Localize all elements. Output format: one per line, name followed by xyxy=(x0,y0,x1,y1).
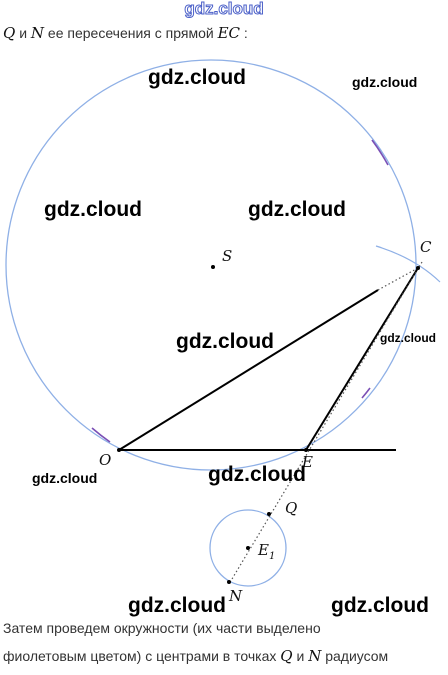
label-e1-main: E xyxy=(257,541,269,559)
label-s: S xyxy=(222,247,232,265)
label-e1-sub: 1 xyxy=(269,551,275,562)
intro-ec: EC xyxy=(217,24,241,42)
arc-through-c xyxy=(375,245,441,283)
intro-q: Q xyxy=(3,24,16,42)
watermark: gdz.cloud xyxy=(148,66,246,89)
intro-end: : xyxy=(240,25,248,41)
small-circle xyxy=(209,509,287,587)
segment-ec xyxy=(305,267,419,451)
point-n xyxy=(227,580,231,584)
watermark: gdz.cloud xyxy=(380,331,436,345)
outro-line-2: фиолетовым цветом) с центрами в точках Q… xyxy=(3,647,388,665)
outro-l2-and: и xyxy=(292,648,309,664)
label-c: C xyxy=(420,238,432,256)
watermark: gdz.cloud xyxy=(128,594,226,617)
watermark: gdz.cloud xyxy=(208,463,306,486)
outro-l2-a: фиолетовым цветом) с центрами в точках xyxy=(3,648,281,664)
intro-n: N xyxy=(30,24,45,42)
intro-text: Q и N ее пересечения с прямой EC : xyxy=(3,24,248,42)
dotted-line-ec xyxy=(228,261,423,585)
point-s xyxy=(211,265,215,269)
outro-l2-q: Q xyxy=(280,647,293,665)
label-e1: E1 xyxy=(257,541,275,562)
label-e: E xyxy=(301,453,313,471)
arc-highlight-left xyxy=(91,427,111,443)
point-e1 xyxy=(246,546,250,550)
segment-oc xyxy=(118,289,379,451)
watermark: gdz.cloud xyxy=(248,198,346,221)
watermark: gdz.cloud xyxy=(176,330,274,353)
outro-l2-n: N xyxy=(308,647,322,665)
label-q: Q xyxy=(285,499,297,517)
intro-mid: ее пересечения с прямой xyxy=(44,25,218,41)
point-c xyxy=(416,266,420,270)
intro-and: и xyxy=(15,25,31,41)
point-o xyxy=(117,448,121,452)
outro-l2-e: радиусом xyxy=(321,648,389,664)
point-q xyxy=(267,512,271,516)
site-header[interactable]: gdz.cloud xyxy=(184,0,264,19)
point-e xyxy=(304,448,308,452)
label-o: O xyxy=(99,451,111,469)
arc-highlight-right xyxy=(361,387,371,399)
big-circle xyxy=(5,59,417,471)
outro-line-1: Затем проведем окружности (их части выде… xyxy=(3,620,321,636)
watermark: gdz.cloud xyxy=(32,470,98,486)
arc-highlight-top-right xyxy=(371,139,389,166)
label-n: N xyxy=(228,587,243,605)
watermark: gdz.cloud xyxy=(331,594,429,617)
watermark: gdz.cloud xyxy=(44,198,142,221)
watermark: gdz.cloud xyxy=(352,74,418,90)
